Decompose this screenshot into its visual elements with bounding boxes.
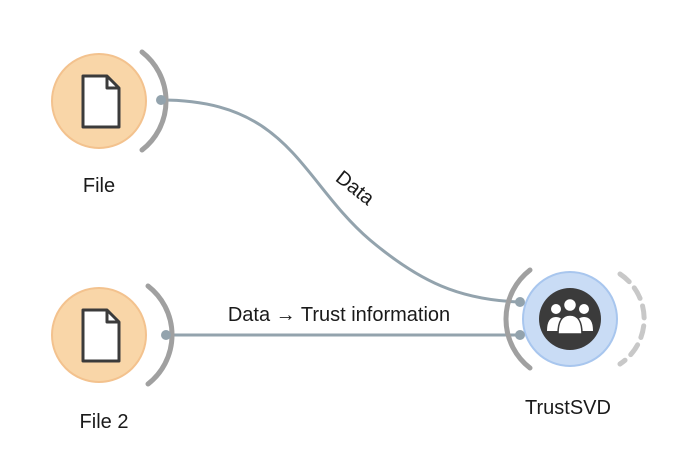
users-icon (547, 297, 593, 335)
link-line[interactable] (159, 98, 522, 304)
node-trustsvd[interactable]: TrustSVD (503, 267, 647, 419)
link-label: Data (331, 167, 379, 211)
document-icon (81, 308, 121, 363)
link-label: Data → Trust information (228, 304, 450, 326)
node-file[interactable]: File (51, 49, 169, 197)
input-channel-arc[interactable] (503, 267, 533, 371)
node-label: File (83, 175, 115, 197)
output-anchor[interactable] (156, 95, 166, 105)
output-anchor[interactable] (161, 330, 171, 340)
link-file2-to-trustsvd[interactable]: Data → Trust information (164, 304, 522, 337)
link-file-to-trustsvd[interactable]: Data (159, 98, 522, 304)
node-label: File 2 (80, 411, 129, 433)
node-file-2[interactable]: File 2 (51, 283, 175, 433)
output-channel-arc[interactable] (617, 271, 647, 367)
input-anchor[interactable] (515, 330, 525, 340)
document-icon (81, 74, 121, 129)
output-channel-arc[interactable] (139, 49, 169, 153)
input-anchor[interactable] (515, 297, 525, 307)
node-label: TrustSVD (525, 397, 611, 419)
output-channel-arc[interactable] (145, 283, 175, 387)
